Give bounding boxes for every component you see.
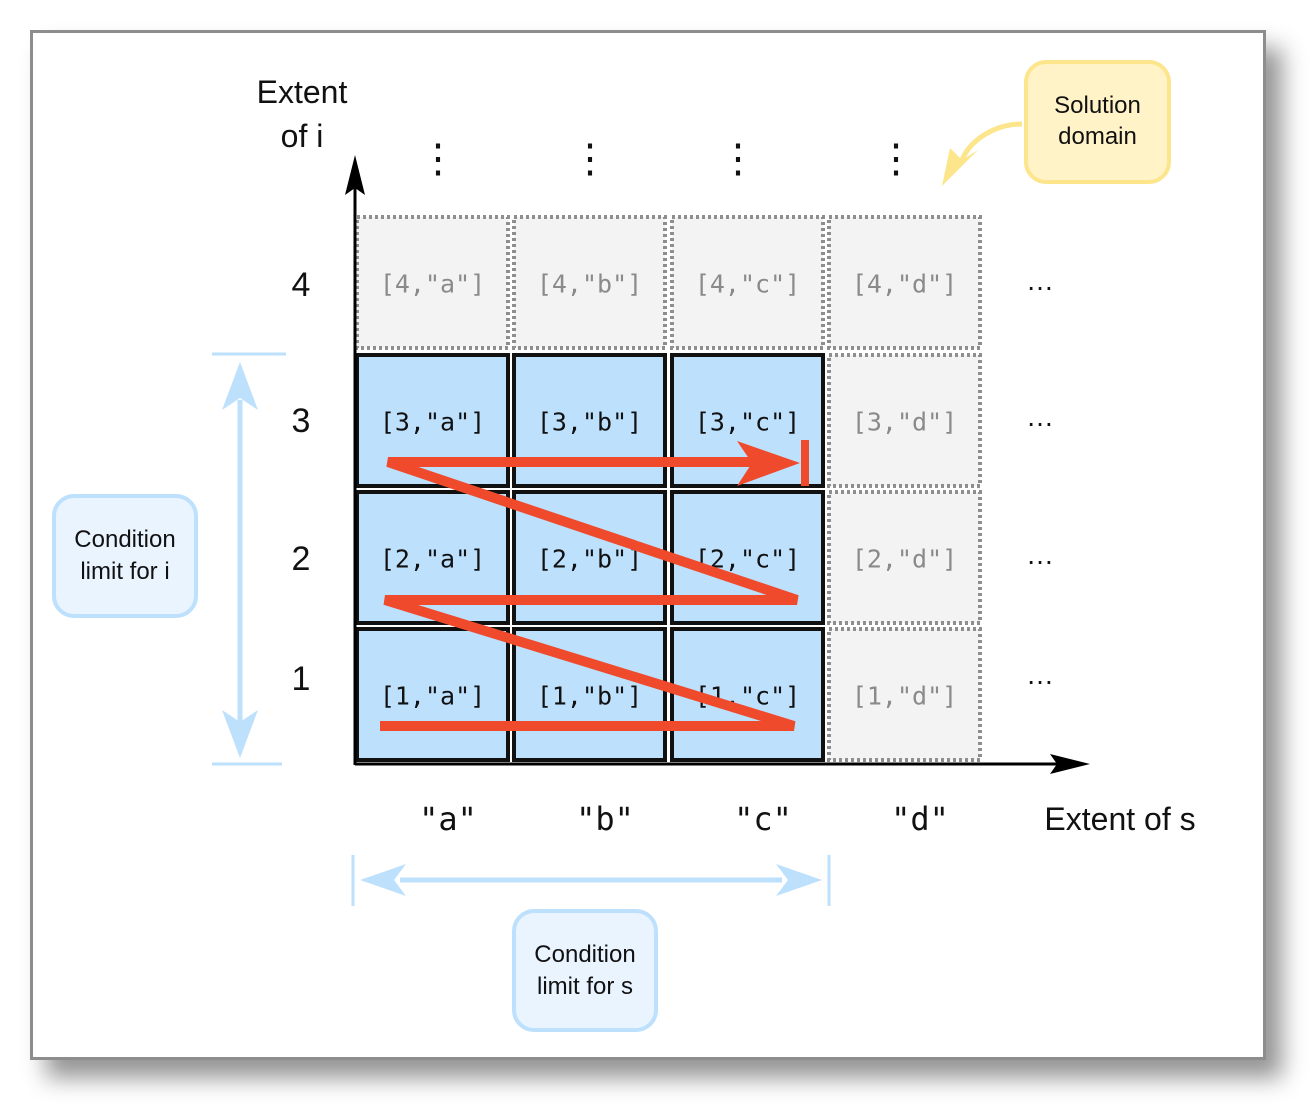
cell-label: [3,"b"] (537, 408, 642, 437)
grid-cell: [2,"d"] (827, 490, 982, 625)
condition-limit-s-marker (351, 855, 831, 906)
traversal-path (380, 457, 799, 731)
row-label: 3 (292, 402, 311, 440)
condition-limit-i-marker (212, 352, 286, 766)
condition-i-line2: limit for i (80, 558, 169, 585)
cell-label: [3,"c"] (695, 408, 800, 437)
cell-background (355, 215, 510, 350)
column-label: "b" (576, 800, 634, 838)
cell-label: [2,"d"] (852, 545, 957, 574)
cell-label: [4,"b"] (537, 270, 642, 299)
row-label: 4 (292, 266, 311, 304)
cell-background (670, 215, 825, 350)
column-ellipsis: ⋮ (418, 137, 458, 181)
traversal-arrowhead (737, 441, 800, 486)
cell-label: [4,"a"] (380, 270, 485, 299)
cell-label: [4,"c"] (695, 270, 800, 299)
cell-label: [1,"a"] (380, 682, 485, 711)
cell-background (355, 627, 510, 762)
condition-s-line1: Condition (534, 941, 635, 968)
y-axis-title-line2: of i (281, 118, 324, 154)
cell-background (827, 353, 982, 488)
cell-label: [1,"b"] (537, 682, 642, 711)
condition-i-line1: Condition (74, 526, 175, 553)
column-ellipsis: ⋮ (876, 137, 916, 181)
solution-domain-pointer (942, 121, 1023, 186)
condition-s-callout: Condition limit for s (512, 909, 658, 1032)
condition-i-callout: Condition limit for i (52, 494, 198, 618)
cell-label: [2,"a"] (380, 545, 485, 574)
grid-cell: [4,"d"] (827, 215, 982, 350)
cell-background (827, 627, 982, 762)
row-ellipsis: … (1026, 401, 1054, 432)
grid-cell: [1,"a"] (355, 627, 510, 762)
cell-background (827, 215, 982, 350)
row-ellipsis: … (1026, 659, 1054, 690)
axis-labels: 4 3 2 1 "a" "b" "c" "d" … … … … ⋮ ⋮ ⋮ ⋮ (292, 137, 1054, 838)
solution-domain-callout: Solution domain (1024, 60, 1171, 184)
column-ellipsis: ⋮ (570, 137, 610, 181)
cell-label: [3,"a"] (380, 408, 485, 437)
solution-domain-line1: Solution (1054, 92, 1141, 119)
solution-domain-line2: domain (1058, 123, 1137, 150)
column-ellipsis: ⋮ (718, 137, 758, 181)
cell-label: [4,"d"] (852, 270, 957, 299)
row-label: 1 (292, 660, 311, 698)
cell-label: [1,"d"] (852, 682, 957, 711)
y-axis-arrowhead (345, 155, 365, 195)
grid-cell: [4,"b"] (512, 215, 667, 350)
row-ellipsis: … (1026, 265, 1054, 296)
condition-s-line2: limit for s (537, 973, 633, 1000)
x-axis-title: Extent of s (1044, 801, 1195, 837)
x-axis-arrowhead (1050, 754, 1090, 774)
grid-cell: [4,"a"] (355, 215, 510, 350)
y-axis-title-line1: Extent (257, 74, 348, 110)
grid-cell: [1,"d"] (827, 627, 982, 762)
column-label: "d" (891, 800, 949, 838)
row-label: 2 (292, 540, 311, 578)
grid-cell: [4,"c"] (670, 215, 825, 350)
column-label: "a" (419, 800, 477, 838)
row-ellipsis: … (1026, 539, 1054, 570)
cell-label: [3,"d"] (852, 408, 957, 437)
cell-label: [2,"b"] (537, 545, 642, 574)
cell-background (512, 215, 667, 350)
column-label: "c" (734, 800, 792, 838)
grid-cell: [3,"d"] (827, 353, 982, 488)
grid: [4,"a"] [4,"b"] [4,"c"] [4,"d"] [3,"a"] [3,"b… (355, 215, 982, 762)
cell-background (827, 490, 982, 625)
